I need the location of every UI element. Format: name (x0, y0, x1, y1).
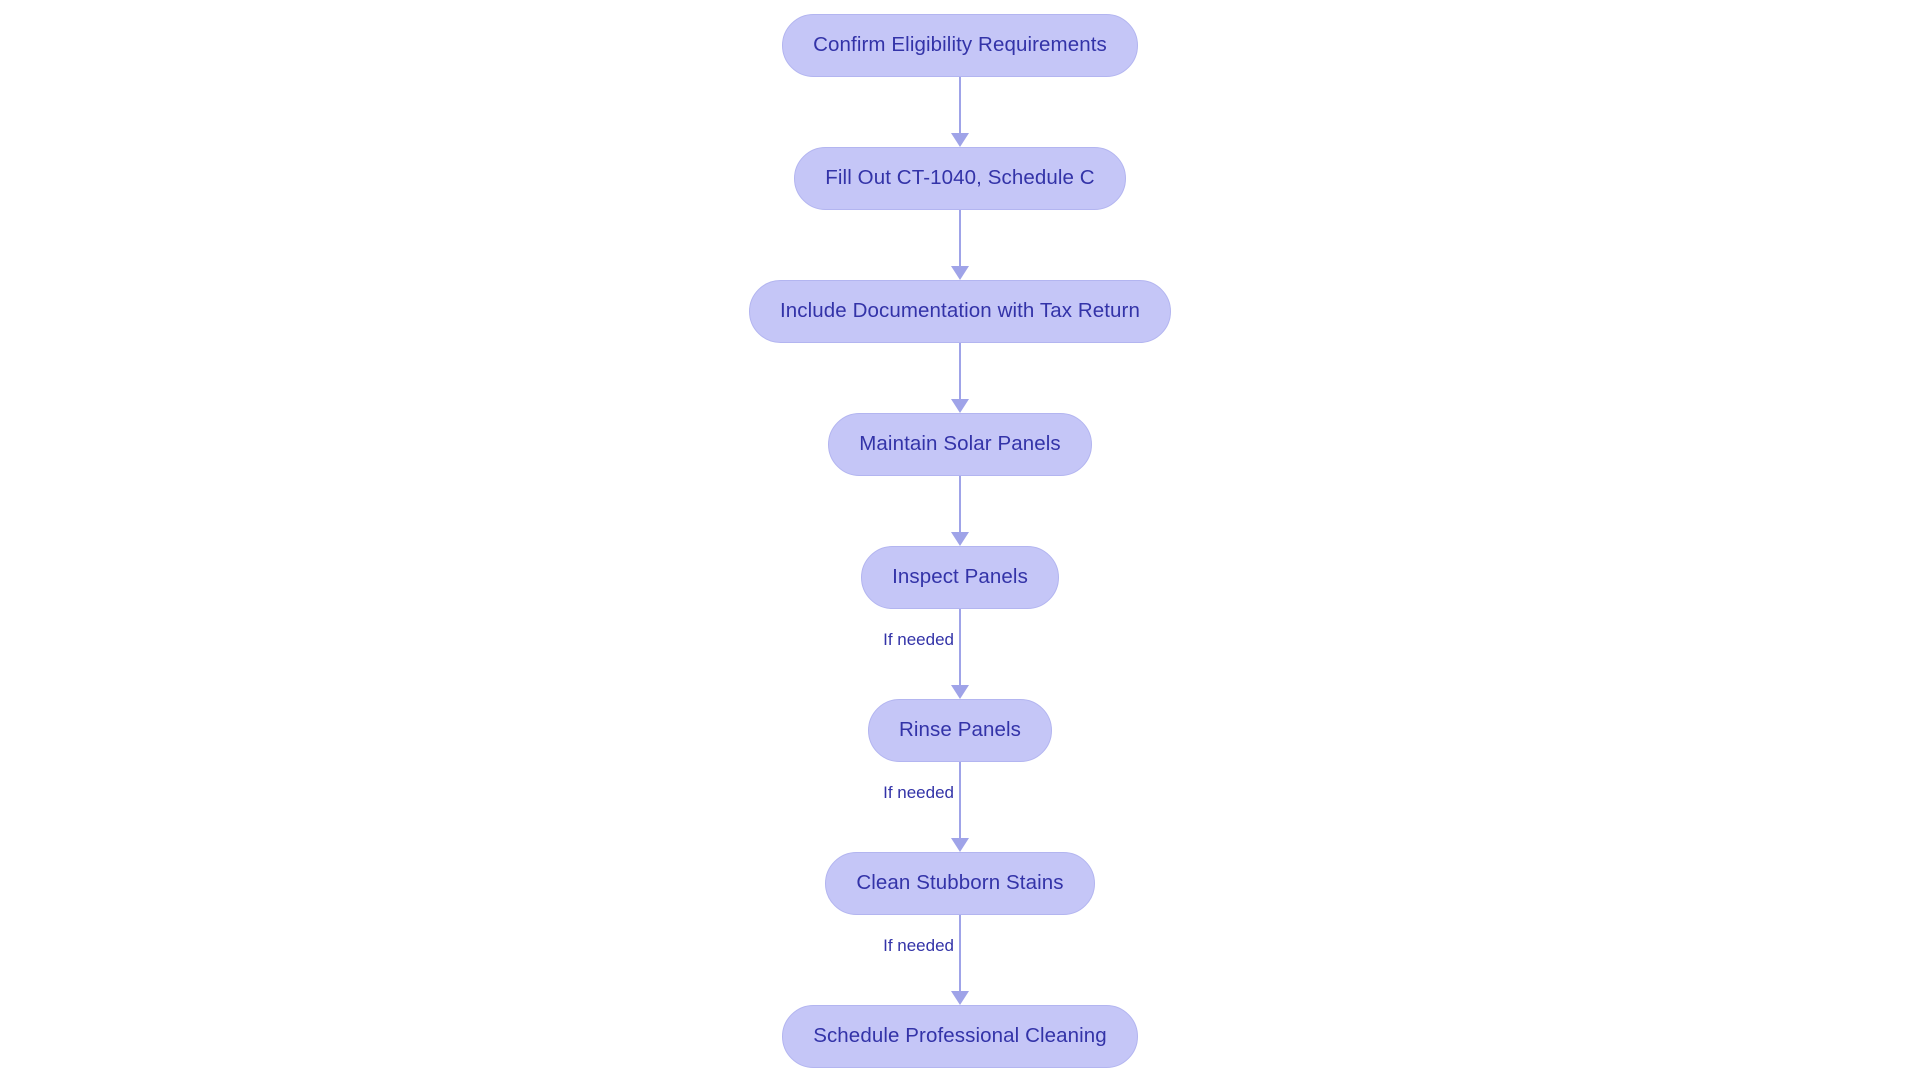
edge-line (959, 915, 961, 991)
flow-node-label: Clean Stubborn Stains (856, 871, 1064, 895)
flow-node-clean-stubborn-stains[interactable]: Clean Stubborn Stains (825, 852, 1095, 915)
edge-line (959, 609, 961, 685)
edge-label: If needed (883, 783, 954, 802)
edge-line (959, 210, 961, 266)
edge-line (959, 77, 961, 133)
edge-line (959, 476, 961, 532)
flow-edge-n3-n4 (880, 343, 1040, 413)
edge-label: If needed (883, 630, 954, 649)
flow-node-label: Schedule Professional Cleaning (813, 1024, 1107, 1048)
flow-node-label: Rinse Panels (899, 718, 1021, 742)
flow-edge-n2-n3 (880, 210, 1040, 280)
flow-node-rinse-panels[interactable]: Rinse Panels (868, 699, 1052, 762)
flow-edge-n7-n8: If needed (880, 915, 1040, 1005)
flow-node-inspect-panels[interactable]: Inspect Panels (861, 546, 1059, 609)
flow-node-maintain-solar-panels[interactable]: Maintain Solar Panels (828, 413, 1092, 476)
flow-node-label: Confirm Eligibility Requirements (813, 33, 1107, 57)
edge-label: If needed (883, 936, 954, 955)
flow-node-label: Maintain Solar Panels (859, 432, 1061, 456)
flow-node-confirm-eligibility-requirements[interactable]: Confirm Eligibility Requirements (782, 14, 1138, 77)
flow-edge-n5-n6: If needed (880, 609, 1040, 699)
flow-node-include-documentation-with-tax-return[interactable]: Include Documentation with Tax Return (749, 280, 1171, 343)
edge-line (959, 343, 961, 399)
arrow-down-icon (951, 838, 969, 852)
flow-node-schedule-professional-cleaning[interactable]: Schedule Professional Cleaning (782, 1005, 1138, 1068)
edge-line (959, 762, 961, 838)
flow-node-label: Inspect Panels (892, 565, 1028, 589)
flow-node-label: Include Documentation with Tax Return (780, 299, 1140, 323)
flow-node-label: Fill Out CT-1040, Schedule C (825, 166, 1095, 190)
arrow-down-icon (951, 266, 969, 280)
flow-node-fill-out-ct-1040-schedule-c[interactable]: Fill Out CT-1040, Schedule C (794, 147, 1126, 210)
arrow-down-icon (951, 991, 969, 1005)
flow-edge-n6-n7: If needed (880, 762, 1040, 852)
arrow-down-icon (951, 399, 969, 413)
flow-edge-n1-n2 (880, 77, 1040, 147)
arrow-down-icon (951, 685, 969, 699)
arrow-down-icon (951, 532, 969, 546)
flow-edge-n4-n5 (880, 476, 1040, 546)
arrow-down-icon (951, 133, 969, 147)
